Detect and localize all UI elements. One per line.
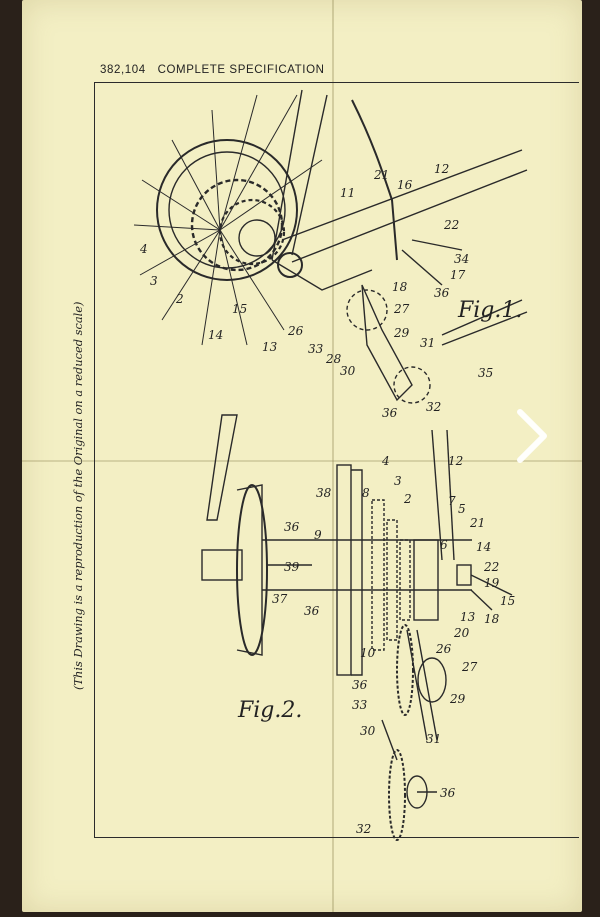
ref-numeral: 32 xyxy=(356,822,372,836)
ref-numeral: 21 xyxy=(374,168,390,182)
ref-numeral: 31 xyxy=(426,732,442,746)
ref-numeral: 5 xyxy=(458,502,466,516)
ref-numeral: 12 xyxy=(448,454,464,468)
ref-numeral: 19 xyxy=(484,576,500,590)
ref-numeral: 36 xyxy=(434,286,450,300)
ref-numeral: 30 xyxy=(340,364,356,378)
ref-numeral: 35 xyxy=(478,366,494,380)
ref-numeral: 36 xyxy=(304,604,320,618)
ref-numeral: 7 xyxy=(448,494,456,508)
sheet-header: 382,104 COMPLETE SPECIFICATION xyxy=(100,64,325,76)
ref-numeral: 22 xyxy=(444,218,460,232)
ref-numeral: 3 xyxy=(150,274,158,288)
ref-numeral: 36 xyxy=(284,520,300,534)
ref-numeral: 10 xyxy=(360,646,376,660)
next-image-button[interactable] xyxy=(510,404,554,468)
ref-numeral: 26 xyxy=(436,642,452,656)
figure-1-caption: Fig.1. xyxy=(458,298,523,323)
ref-numeral: 29 xyxy=(394,326,410,340)
patent-drawing-sheet: 382,104 COMPLETE SPECIFICATION (This Dra… xyxy=(22,0,582,912)
ref-numeral: 12 xyxy=(434,162,450,176)
ref-numeral: 8 xyxy=(362,486,370,500)
ref-numeral: 18 xyxy=(484,612,500,626)
ref-numeral: 11 xyxy=(340,186,356,200)
ref-numeral: 13 xyxy=(460,610,476,624)
patent-number: 382,104 xyxy=(100,64,146,76)
ref-numeral: 21 xyxy=(470,516,486,530)
ref-numeral: 34 xyxy=(454,252,470,266)
ref-numeral: 37 xyxy=(272,592,288,606)
ref-numeral: 36 xyxy=(352,678,368,692)
figure-2-caption: Fig.2. xyxy=(238,698,303,723)
ref-numeral: 6 xyxy=(440,538,448,552)
ref-numeral: 22 xyxy=(484,560,500,574)
ref-numeral: 16 xyxy=(397,178,413,192)
ref-numeral: 4 xyxy=(140,242,148,256)
ref-numeral: 2 xyxy=(176,292,184,306)
chevron-right-icon xyxy=(517,409,547,463)
ref-numeral: 14 xyxy=(476,540,492,554)
figure-2-drawing xyxy=(201,414,513,841)
ref-numeral: 14 xyxy=(208,328,224,342)
ref-numeral: 36 xyxy=(440,786,456,800)
ref-numeral: 18 xyxy=(392,280,408,294)
ref-numeral: 15 xyxy=(232,302,248,316)
ref-numeral: 9 xyxy=(314,528,322,542)
figure-1-drawing xyxy=(133,89,528,404)
ref-numeral: 20 xyxy=(454,626,470,640)
drawing-frame xyxy=(94,82,579,838)
ref-numeral: 28 xyxy=(326,352,342,366)
ref-numeral: 38 xyxy=(316,486,332,500)
ref-numeral: 17 xyxy=(450,268,466,282)
ref-numeral: 26 xyxy=(288,324,304,338)
ref-numeral: 33 xyxy=(352,698,368,712)
ref-numeral: 4 xyxy=(382,454,390,468)
ref-numeral: 13 xyxy=(262,340,278,354)
ref-numeral: 39 xyxy=(284,560,300,574)
paper-fold-horizontal xyxy=(22,460,582,462)
ref-numeral: 27 xyxy=(462,660,478,674)
ref-numeral: 2 xyxy=(404,492,412,506)
ref-numeral: 30 xyxy=(360,724,376,738)
ref-numeral: 31 xyxy=(420,336,436,350)
ref-numeral: 33 xyxy=(308,342,324,356)
paper-fold-vertical xyxy=(332,0,334,912)
ref-numeral: 32 xyxy=(426,400,442,414)
ref-numeral: 15 xyxy=(500,594,516,608)
ref-numeral: 29 xyxy=(450,692,466,706)
ref-numeral: 36 xyxy=(382,406,398,420)
header-title: COMPLETE SPECIFICATION xyxy=(157,64,325,76)
ref-numeral: 27 xyxy=(394,302,410,316)
ref-numeral: 3 xyxy=(394,474,402,488)
